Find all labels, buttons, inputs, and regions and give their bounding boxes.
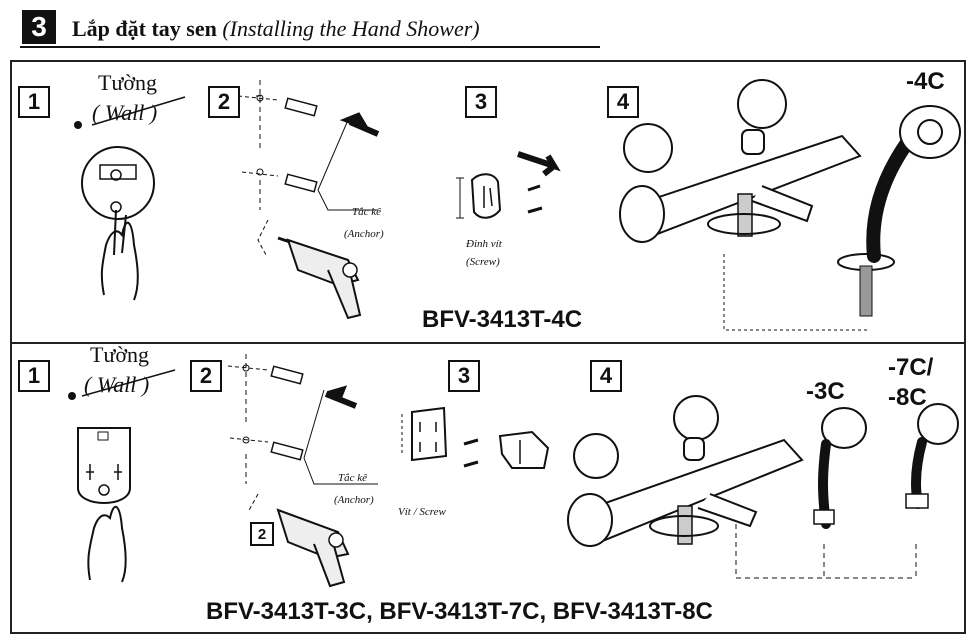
top-step-4-box: 4 [607,86,639,118]
top-step-2-illustration [238,80,388,320]
bottom-drill-step-box: 2 [250,522,274,546]
bottom-step-4-box: 4 [590,360,622,392]
top-anchor-label-vn: Tắc kê [352,206,382,218]
bottom-variant-8c-label: -8C [888,384,927,411]
top-variant-label: -4C [906,68,945,95]
top-step-1-illustration [74,95,190,305]
bottom-step-3-illustration [392,404,562,514]
bottom-step-3-box: 3 [448,360,480,392]
top-model-label: BFV-3413T-4C [422,306,583,333]
top-step-3-illustration [456,150,560,250]
bottom-wall-label-vn: Tường [90,342,149,367]
bottom-variant-7c-label: -7C/ [888,354,934,381]
bottom-step-1-illustration [68,368,180,588]
top-wall-label-en: ( Wall ) [92,100,158,125]
bottom-anchor-label-vn: Tắc kê [338,472,368,484]
title-english: (Installing the Hand Shower) [222,16,480,41]
top-step-2-box: 2 [208,86,240,118]
top-screw-label-en: (Screw) [466,256,500,268]
section-number: 3 [22,10,56,44]
top-step-1-box: 1 [18,86,50,118]
bottom-model-label: BFV-3413T-3C, BFV-3413T-7C, BFV-3413T-8C [206,598,713,625]
top-screw-label-vn: Đinh vít [466,238,502,250]
bottom-anchor-label-en: (Anchor) [334,494,374,506]
top-step-3-box: 3 [465,86,497,118]
panel-bottom [10,342,966,634]
title-vietnamese: Lắp đặt tay sen [72,16,217,41]
bottom-step-2-illustration [228,354,378,594]
bottom-step-1-box: 1 [18,360,50,392]
top-anchor-label-en: (Anchor) [344,228,384,240]
bottom-variant-3c-label: -3C [806,378,845,405]
bottom-screw-label: Vít / Screw [398,506,446,518]
bottom-faucet-illustration [560,394,960,594]
section-title: Lắp đặt tay sen (Installing the Hand Sho… [72,16,480,42]
header-underline [20,46,600,48]
top-wall-label-vn: Tường [98,70,157,95]
bottom-step-2-box: 2 [190,360,222,392]
top-faucet-illustration [612,76,962,338]
